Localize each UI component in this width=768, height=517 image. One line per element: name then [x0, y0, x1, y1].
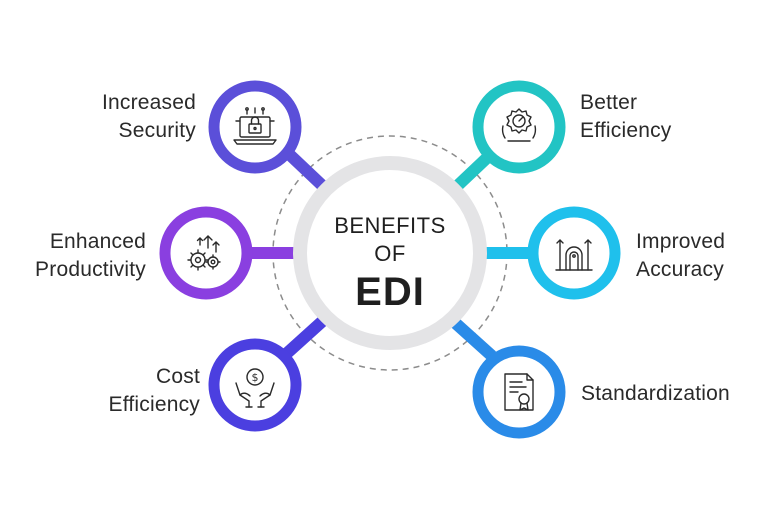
label-better-efficiency: Better Efficiency	[580, 89, 672, 145]
connector-cost-efficiency	[280, 313, 331, 360]
label-better-efficiency-line1: Better	[580, 91, 638, 114]
laptop-lock-icon	[233, 107, 277, 145]
label-improved-accuracy: Improved Accuracy	[636, 228, 725, 284]
svg-text:$: $	[252, 371, 259, 384]
node-ring-enhanced-productivity	[159, 206, 253, 300]
label-better-efficiency-line2: Efficiency	[580, 119, 672, 142]
node-increased-security	[208, 80, 302, 174]
node-ring-standardization	[472, 345, 566, 439]
label-increased-security-line2: Security	[118, 119, 196, 142]
center-title-line1: BENEFITS	[334, 213, 446, 238]
node-better-efficiency	[472, 80, 566, 174]
label-enhanced-productivity-line1: Enhanced	[49, 230, 146, 253]
node-cost-efficiency: $	[208, 338, 302, 432]
label-increased-security: Increased Security	[102, 89, 196, 145]
gears-arrow-icon	[187, 235, 221, 271]
label-improved-accuracy-line2: Accuracy	[636, 258, 724, 281]
label-enhanced-productivity: Enhanced Productivity	[35, 228, 146, 284]
center-title: BENEFITS OF EDI	[290, 212, 490, 314]
label-standardization: Standardization	[581, 380, 730, 408]
certificate-icon	[504, 373, 534, 411]
connectors	[248, 150, 532, 361]
target-arrows-icon	[555, 239, 593, 271]
connector-better-efficiency	[448, 150, 495, 195]
hands-coin-icon: $	[235, 368, 275, 408]
connector-increased-security	[285, 150, 332, 195]
center-title-line3: EDI	[355, 270, 425, 314]
center-title-line2: OF	[374, 241, 406, 266]
label-standardization-line1: Standardization	[581, 382, 730, 405]
node-improved-accuracy	[527, 206, 621, 300]
label-enhanced-productivity-line2: Productivity	[35, 258, 146, 281]
label-cost-efficiency-line2: Efficiency	[108, 393, 200, 416]
gear-speedometer-icon	[501, 108, 537, 142]
hub-ring	[293, 156, 487, 350]
label-cost-efficiency: Cost Efficiency	[109, 363, 201, 419]
node-standardization	[472, 345, 566, 439]
label-cost-efficiency-line1: Cost	[156, 365, 200, 388]
node-ring-improved-accuracy	[527, 206, 621, 300]
node-enhanced-productivity	[159, 206, 253, 300]
label-increased-security-line1: Increased	[101, 91, 196, 114]
connector-standardization	[447, 315, 497, 361]
label-improved-accuracy-line1: Improved	[636, 230, 726, 253]
